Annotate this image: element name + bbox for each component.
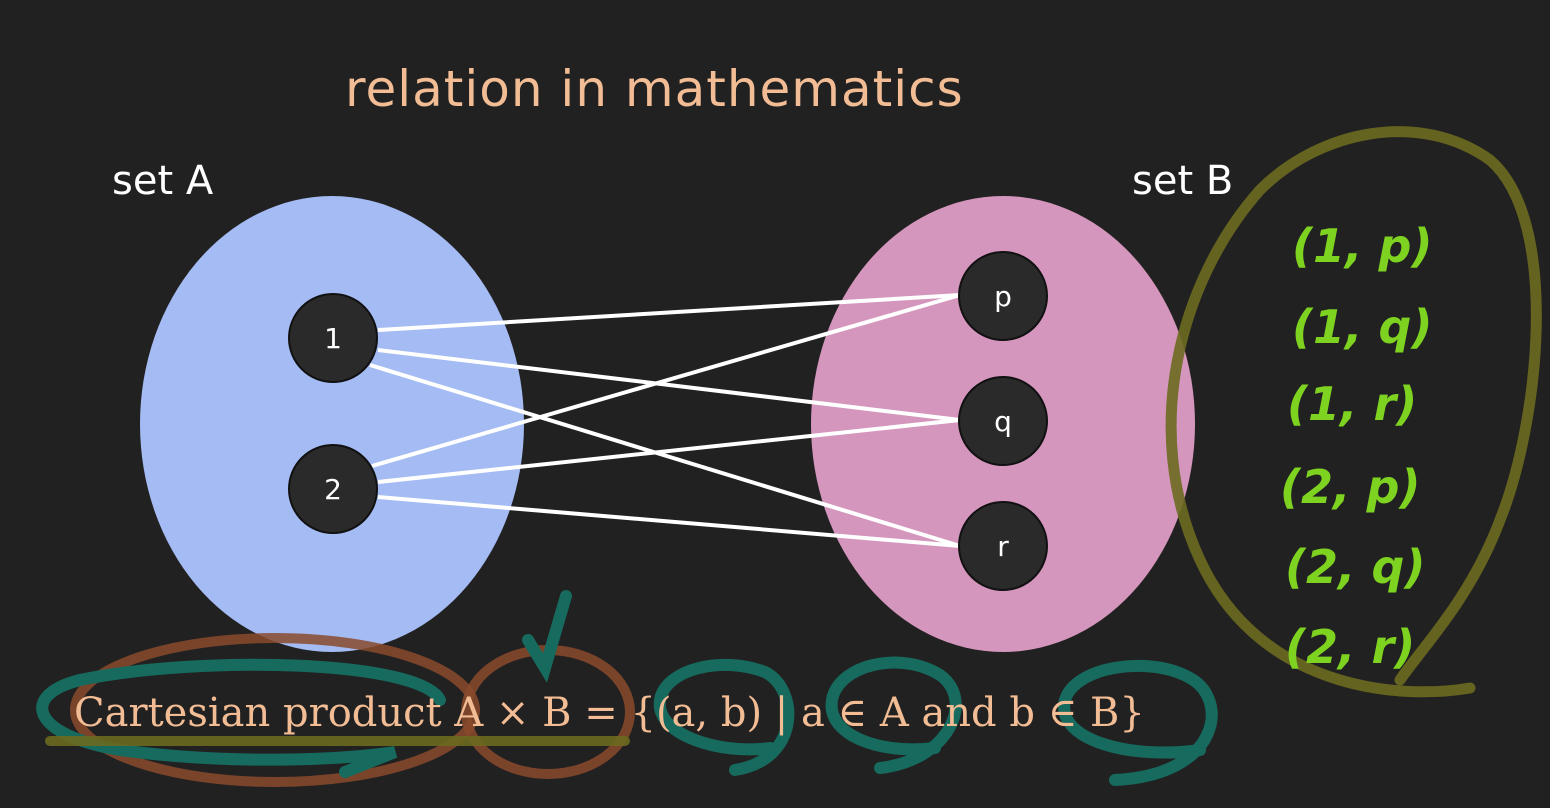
cartesian-product-formula: Cartesian product A × B = {(a, b) | a ∈ … xyxy=(74,690,1145,736)
pair-1-p: (1, p) xyxy=(1292,219,1432,273)
teal-check-mark xyxy=(522,590,572,683)
pair-2-r: (2, r) xyxy=(1285,620,1415,674)
link-2-r xyxy=(377,495,961,548)
teal-loop-ab xyxy=(653,658,795,776)
link-1-q xyxy=(377,348,961,422)
link-1-r xyxy=(369,363,961,548)
link-2-q xyxy=(377,418,961,484)
set-b-label: set B xyxy=(1132,158,1234,204)
pairs-list: (1, p) (1, q) (1, r) (2, p) (2, q) (2, r… xyxy=(1280,219,1432,674)
pair-2-q: (2, q) xyxy=(1285,540,1425,594)
link-2-p xyxy=(371,293,961,468)
node-1: 1 xyxy=(288,293,378,383)
teal-loop-b-in-b xyxy=(1058,659,1218,786)
link-1-p xyxy=(377,293,961,332)
node-1-label: 1 xyxy=(324,322,342,355)
brown-circle-cartesian xyxy=(70,633,480,787)
set-a-ellipse xyxy=(140,196,524,652)
page-title: relation in mathematics xyxy=(345,60,964,118)
node-q: q xyxy=(958,376,1048,466)
pair-2-p: (2, p) xyxy=(1280,460,1420,514)
pairs-loop-annotation xyxy=(1165,126,1542,698)
node-p: p xyxy=(958,251,1048,341)
node-2-label: 2 xyxy=(324,473,342,506)
node-q-label: q xyxy=(994,405,1012,438)
node-2: 2 xyxy=(288,444,378,534)
node-r-label: r xyxy=(997,530,1009,563)
node-p-label: p xyxy=(994,280,1012,313)
pair-1-r: (1, r) xyxy=(1287,377,1417,431)
node-r: r xyxy=(958,501,1048,591)
set-a-label: set A xyxy=(112,158,214,204)
teal-loop-a-in-a xyxy=(825,656,962,774)
pair-1-q: (1, q) xyxy=(1292,300,1432,354)
relation-links xyxy=(369,293,961,548)
teal-loop-cartesian xyxy=(36,658,446,778)
